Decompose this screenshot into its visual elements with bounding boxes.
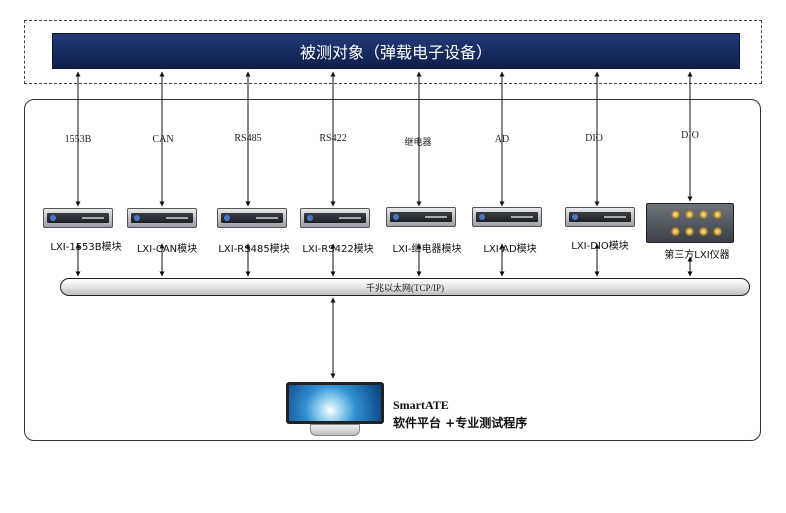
monitor-icon xyxy=(286,382,384,424)
module-label-ad: LXI-AD模块 xyxy=(483,244,537,255)
module-can xyxy=(127,208,197,228)
module-label-can: LXI-CAN模块 xyxy=(136,244,198,255)
module-dio xyxy=(565,207,635,227)
vendor-logo-icon xyxy=(307,215,313,221)
module-label-dio: LXI-DIO模块 xyxy=(571,241,629,252)
module-label-1553b: LXI-1553B模块 xyxy=(50,242,122,253)
module-rs485 xyxy=(217,208,287,228)
connector-icon xyxy=(685,210,694,219)
connector-icon xyxy=(713,210,722,219)
connector-icon xyxy=(699,227,708,236)
connector-icon xyxy=(685,227,694,236)
signal-label-dio-2: DIO xyxy=(681,130,699,141)
module-label-relay: LXI-继电器模块 xyxy=(392,244,462,255)
third-party-instrument-label: 第三方LXI仪器 xyxy=(664,250,730,261)
connector-icon xyxy=(713,227,722,236)
signal-label-relay: 继电器 xyxy=(404,137,432,147)
signal-label-dio: DIO xyxy=(585,133,603,144)
vendor-logo-icon xyxy=(572,214,578,220)
vendor-logo-icon xyxy=(224,215,230,221)
signal-label-ad: AD xyxy=(494,134,510,145)
ethernet-bus: 千兆以太网(TCP/IP) xyxy=(60,278,750,296)
module-relay xyxy=(386,207,456,227)
vendor-logo-icon xyxy=(479,214,485,220)
connector-icon xyxy=(671,227,680,236)
platform-title: SmartATE xyxy=(393,398,449,412)
module-ad xyxy=(472,207,542,227)
third-party-instrument xyxy=(646,203,734,243)
vendor-logo-icon xyxy=(393,214,399,220)
dut-title: 被测对象（弹载电子设备） xyxy=(299,43,492,62)
module-label-rs485: LXI-RS485模块 xyxy=(218,244,290,255)
module-1553b xyxy=(43,208,113,228)
system-frame xyxy=(24,99,761,441)
signal-label-1553b: 1553B xyxy=(64,134,92,145)
module-rs422 xyxy=(300,208,370,228)
monitor-stand xyxy=(310,424,360,436)
signal-label-can: CAN xyxy=(152,134,174,145)
vendor-logo-icon xyxy=(50,215,56,221)
platform-subtitle: 软件平台 +专业测试程序 xyxy=(393,416,528,430)
signal-label-rs485: RS485 xyxy=(234,133,262,144)
dut-boundary xyxy=(24,20,762,84)
module-label-rs422: LXI-RS422模块 xyxy=(302,244,374,255)
dut-title-bar: 被测对象（弹载电子设备） xyxy=(52,33,740,69)
signal-label-rs422: RS422 xyxy=(319,133,347,144)
connector-icon xyxy=(671,210,680,219)
connector-icon xyxy=(699,210,708,219)
ethernet-bus-label: 千兆以太网(TCP/IP) xyxy=(365,282,444,293)
vendor-logo-icon xyxy=(134,215,140,221)
